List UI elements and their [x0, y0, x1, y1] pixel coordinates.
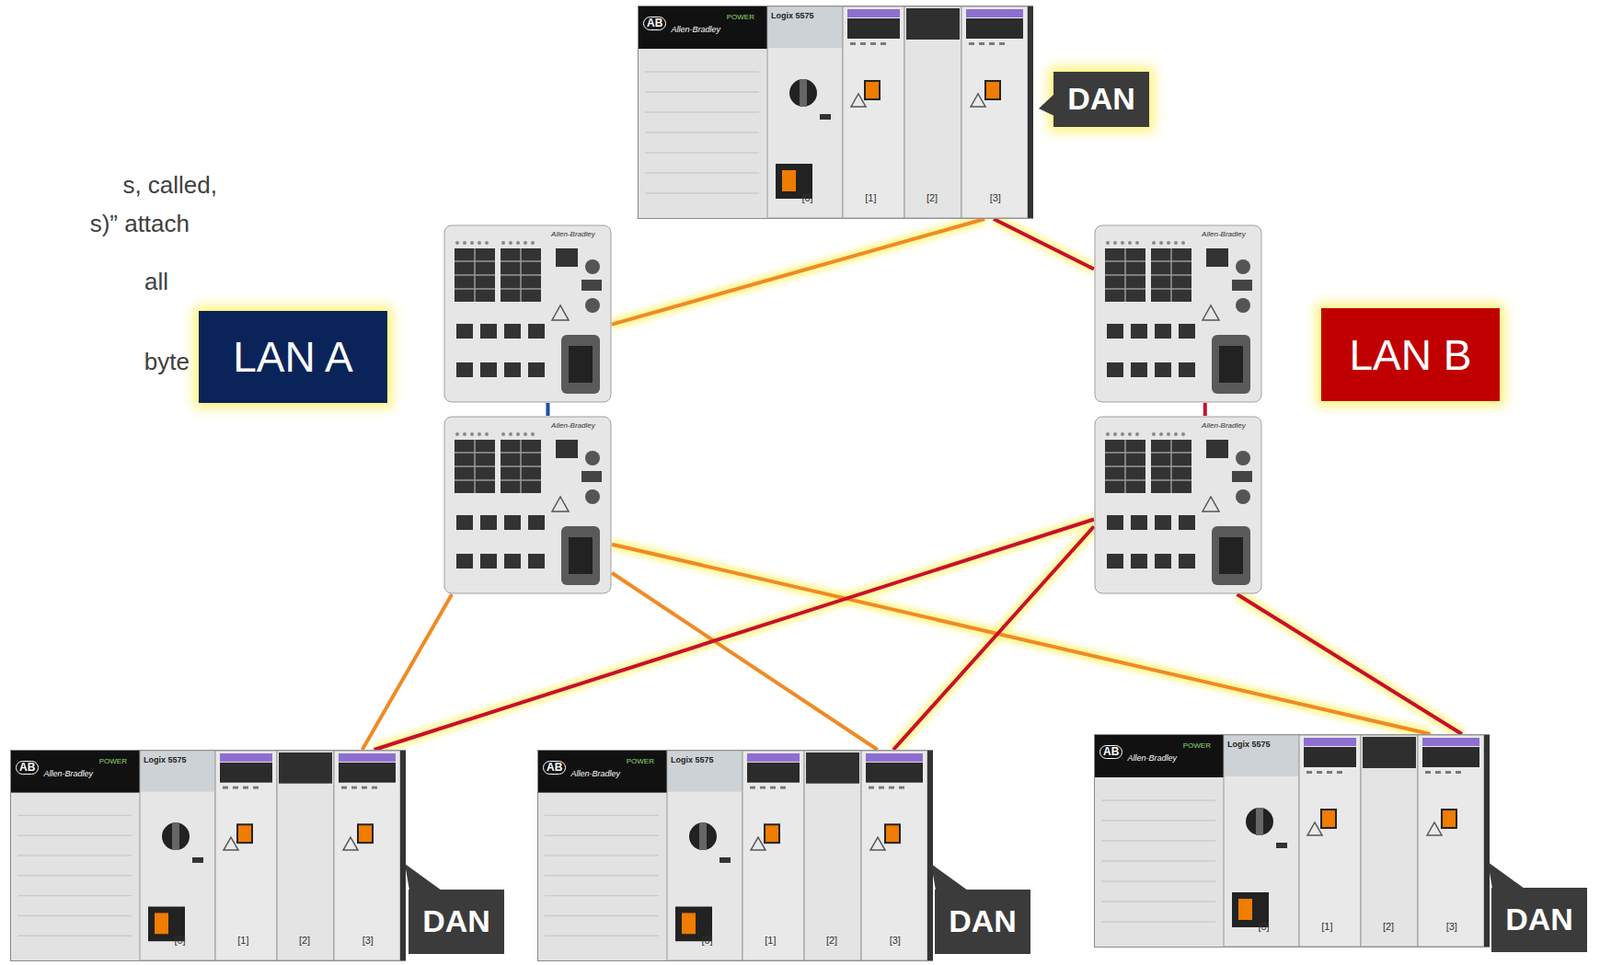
- brand-logo: AB: [643, 16, 667, 32]
- hardware-art: [538, 749, 934, 961]
- network-label: LAN B: [1321, 308, 1500, 402]
- model-name: Logix 5575: [670, 755, 714, 765]
- model-name: Logix 5575: [1227, 739, 1271, 749]
- slot-number: [2]: [826, 934, 838, 947]
- ethernet-switch: Allen-Bradley: [1093, 224, 1263, 403]
- hardware-art: [1094, 416, 1262, 594]
- network-cable: [362, 594, 452, 750]
- edge-highlight: [893, 526, 1094, 750]
- network-cable: [893, 526, 1094, 750]
- side-text: all: [144, 267, 169, 297]
- hardware-art: [1094, 735, 1491, 948]
- controller-chassis: AB Allen-Bradley POWER Logix 5575 [0] [1] [2] […: [637, 5, 1034, 219]
- slot-number: [0]: [1257, 920, 1269, 933]
- side-text: s)” attach: [90, 209, 190, 239]
- callout-box: DAN: [1053, 71, 1150, 127]
- brand-name: Allen-Bradley: [551, 230, 596, 239]
- chassis-illustration: [1093, 734, 1490, 948]
- callout-tail: [1487, 862, 1525, 889]
- edge-highlight: [611, 218, 985, 325]
- slot-number: [3]: [989, 192, 1002, 205]
- callout-tail: [931, 863, 968, 891]
- callout-tail: [934, 889, 936, 891]
- slot-number: [0]: [701, 934, 713, 947]
- brand-name: Allen-Bradley: [1128, 753, 1178, 763]
- chassis-illustration: [10, 749, 406, 962]
- role-label: DAN: [948, 903, 1017, 940]
- callout-tail: [1038, 93, 1055, 116]
- chassis-illustration: [637, 5, 1034, 219]
- power-indicator: POWER: [1183, 741, 1211, 750]
- slot-number: [2]: [299, 934, 311, 947]
- slot-number: [3]: [1446, 920, 1458, 933]
- ethernet-switch: Allen-Bradley: [1093, 415, 1263, 595]
- role-label: DAN: [422, 903, 491, 940]
- chassis-illustration: [537, 749, 933, 962]
- slot-number: [3]: [362, 934, 374, 947]
- role-label: DAN: [1067, 80, 1136, 117]
- slot-number: [2]: [1382, 920, 1394, 933]
- network-cable: [993, 218, 1094, 270]
- slot-number: [1]: [1321, 920, 1333, 933]
- brand-name: Allen-Bradley: [1201, 230, 1246, 239]
- callout-box: DAN: [934, 889, 1031, 955]
- network-label: LAN A: [198, 310, 388, 403]
- slot-number: [1]: [864, 192, 876, 205]
- switch-illustration: [1093, 224, 1263, 403]
- ethernet-switch: Allen-Bradley: [443, 224, 612, 403]
- slot-number: [1]: [237, 934, 249, 947]
- callout-tail: [1053, 71, 1055, 73]
- side-text: byte: [144, 347, 190, 377]
- switch-illustration: [443, 224, 612, 403]
- brand-name: Allen-Bradley: [44, 769, 94, 779]
- brand-name: Allen-Bradley: [571, 769, 622, 779]
- callout-box: DAN: [408, 889, 505, 955]
- model-name: Logix 5575: [143, 755, 187, 765]
- network-cable: [611, 218, 985, 325]
- edge-highlight: [993, 218, 1094, 270]
- hardware-art: [11, 749, 407, 961]
- hardware-art: [444, 416, 611, 594]
- side-text: s, called,: [122, 171, 218, 200]
- callout-tail: [408, 889, 410, 891]
- hardware-art: [444, 225, 611, 403]
- brand-logo: AB: [542, 760, 566, 776]
- brand-logo: AB: [1099, 745, 1123, 760]
- slot-number: [3]: [889, 934, 901, 947]
- network-cable: [1237, 594, 1462, 735]
- role-label: DAN: [1505, 901, 1574, 938]
- slot-number: [0]: [173, 934, 185, 947]
- power-indicator: POWER: [99, 757, 127, 766]
- hardware-art: [1094, 225, 1262, 403]
- callout-tail: [1491, 887, 1493, 889]
- network-cable: [545, 402, 550, 416]
- hardware-art: [638, 6, 1035, 219]
- switch-illustration: [443, 415, 612, 595]
- brand-logo: AB: [15, 760, 39, 776]
- slot-number: [1]: [764, 934, 776, 947]
- network-cable: [1203, 402, 1208, 416]
- brand-name: Allen-Bradley: [1201, 421, 1246, 430]
- callout-tail: [404, 863, 442, 891]
- ethernet-switch: Allen-Bradley: [443, 415, 612, 595]
- switch-illustration: [1093, 415, 1263, 595]
- brand-name: Allen-Bradley: [551, 421, 596, 430]
- power-indicator: POWER: [726, 12, 755, 22]
- edge-highlight: [1237, 594, 1462, 735]
- power-indicator: POWER: [626, 757, 655, 766]
- controller-chassis: AB Allen-Bradley POWER Logix 5575 [0] [1] [2] […: [537, 749, 933, 962]
- callout-box: DAN: [1491, 887, 1588, 953]
- slot-number: [0]: [801, 192, 813, 205]
- brand-name: Allen-Bradley: [671, 24, 722, 35]
- controller-chassis: AB Allen-Bradley POWER Logix 5575 [0] [1] [2] […: [1093, 734, 1490, 948]
- controller-chassis: AB Allen-Bradley POWER Logix 5575 [0] [1] [2] […: [10, 749, 406, 962]
- slot-number: [2]: [926, 192, 938, 205]
- model-name: Logix 5575: [771, 11, 815, 21]
